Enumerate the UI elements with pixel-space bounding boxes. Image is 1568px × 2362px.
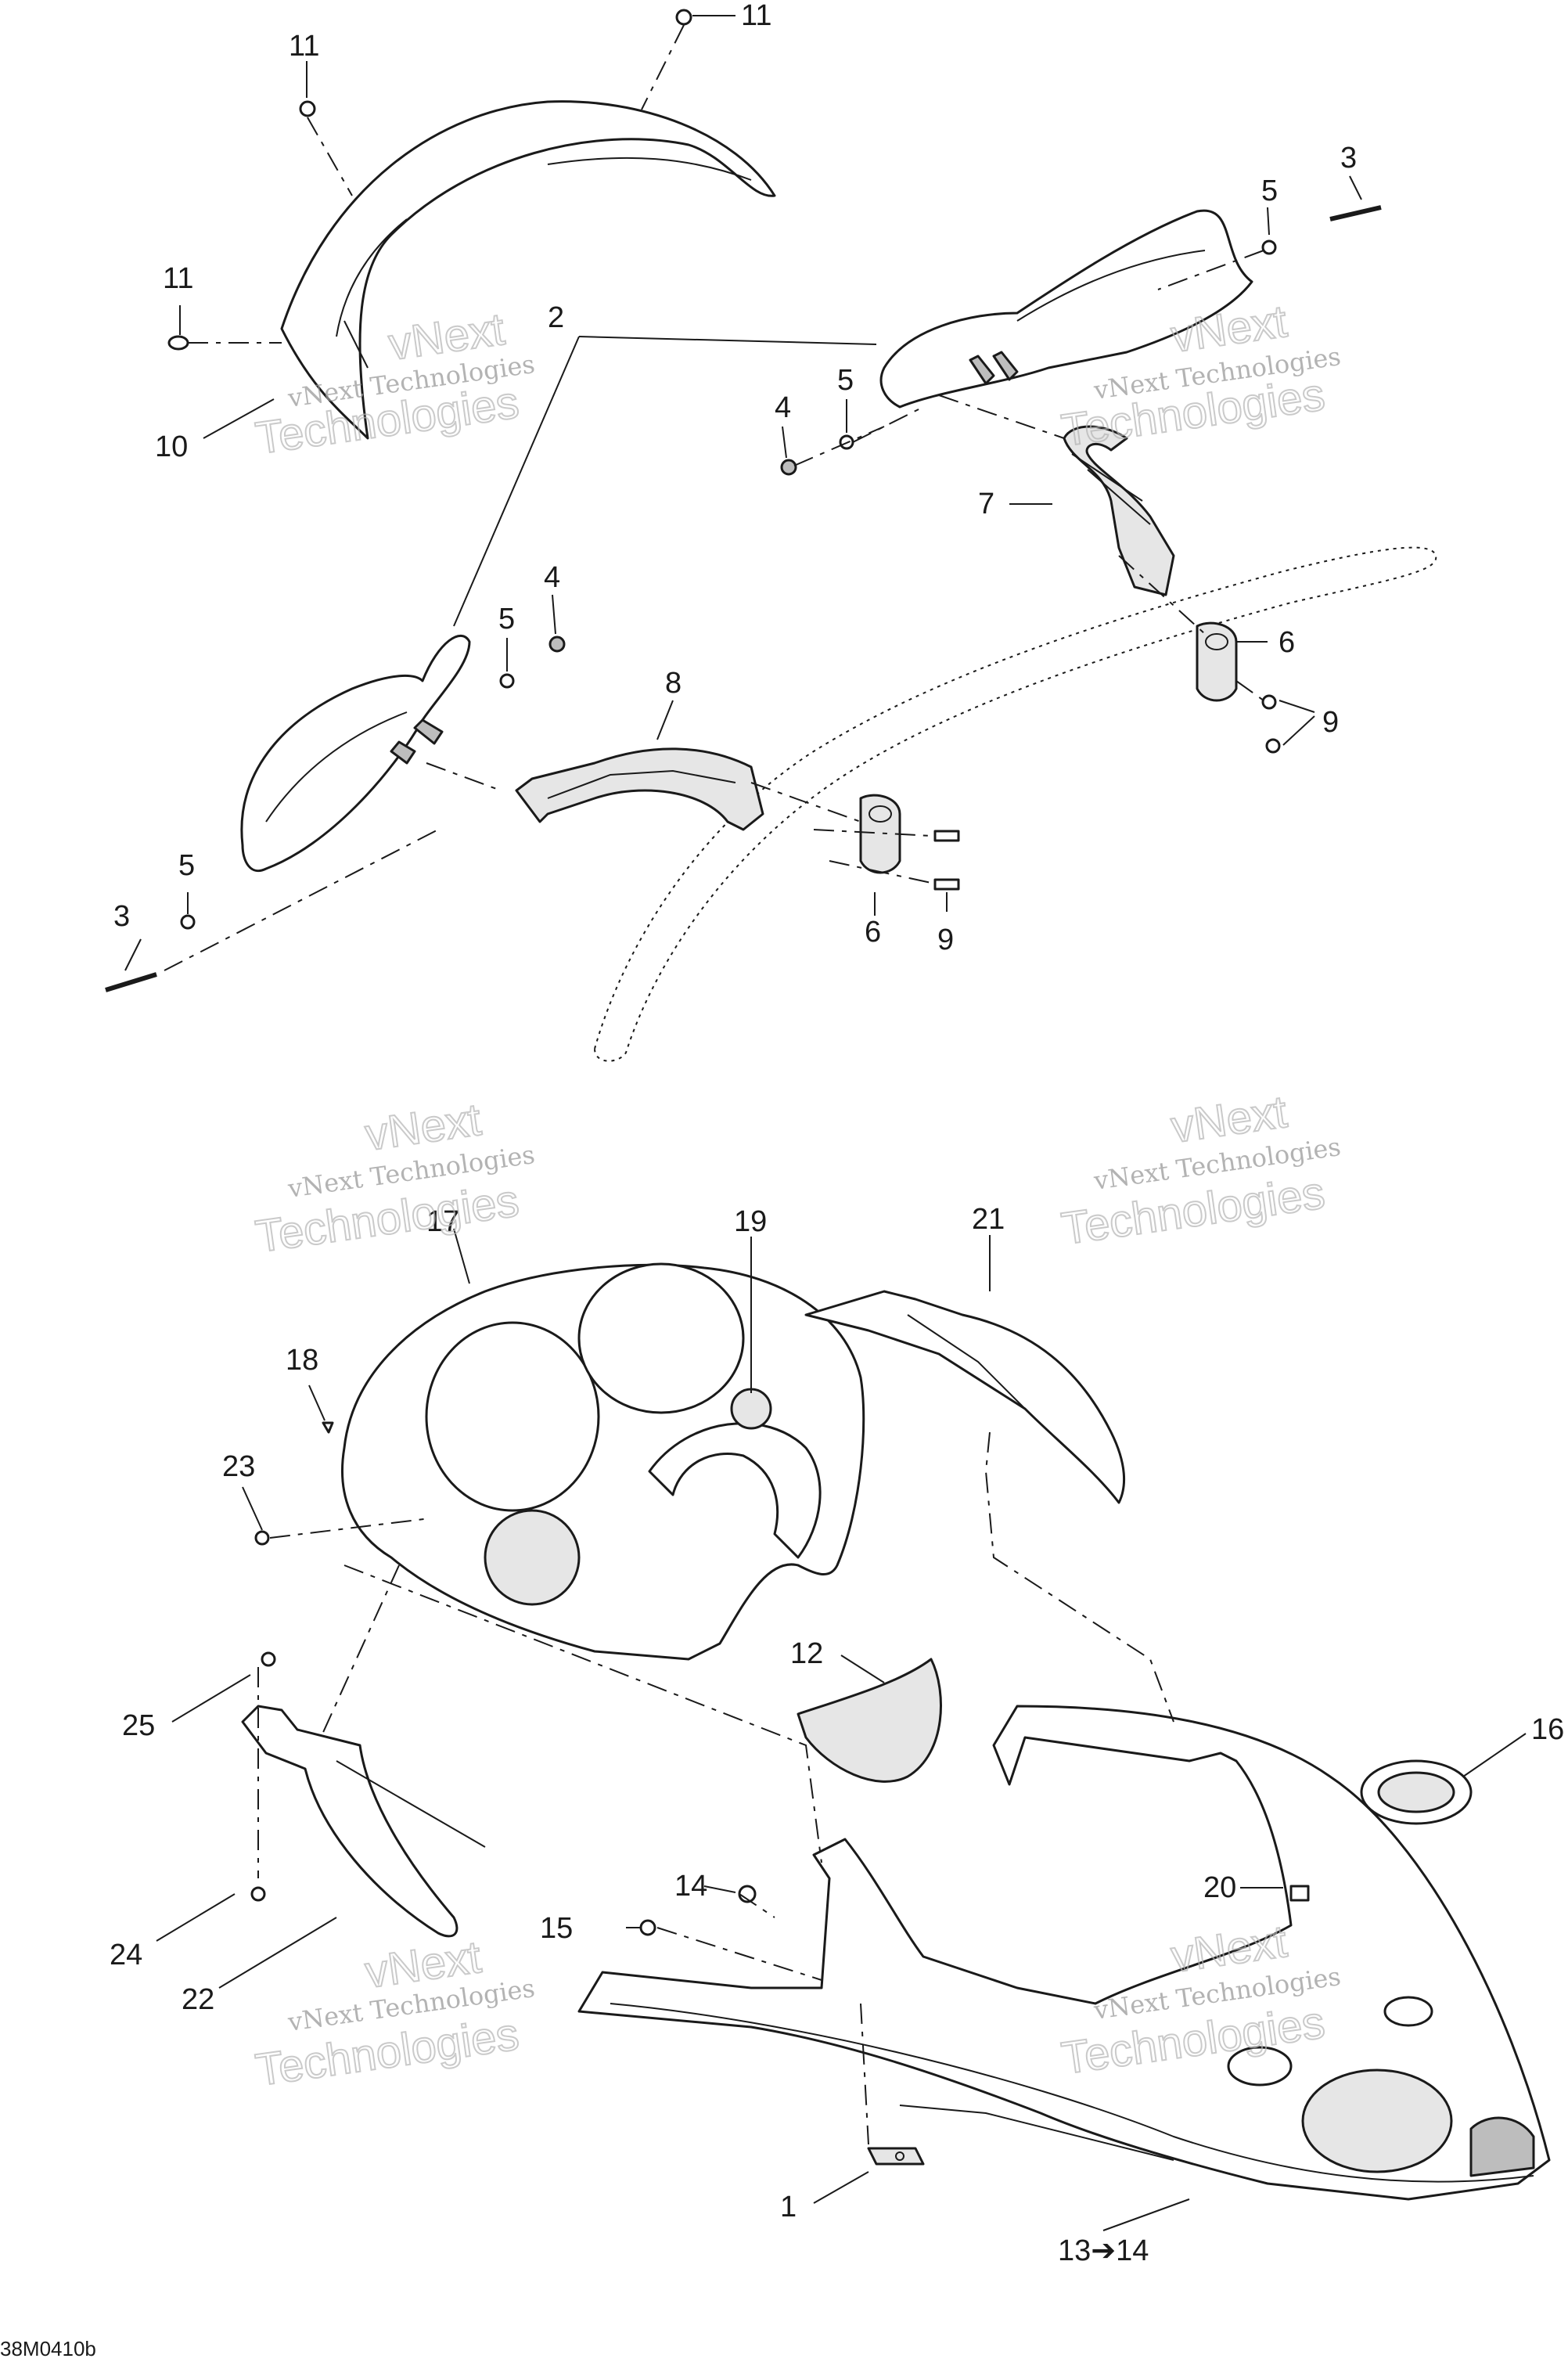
hand-guard-left: [240, 634, 471, 873]
callout-17: 17: [426, 1205, 459, 1238]
callout-11: 11: [163, 262, 193, 295]
clamp-left: [859, 794, 901, 874]
callout-3: 3: [1340, 142, 1357, 175]
gauge-support-housing: [341, 1262, 865, 1661]
callout-9: 9: [937, 924, 954, 956]
callout-5: 5: [178, 849, 195, 882]
callout-12: 12: [790, 1637, 823, 1670]
main-console-body: [577, 1705, 1551, 2201]
hand-guard-deflector-left: [280, 100, 776, 440]
bolt-3-left: [105, 972, 157, 992]
assembly-lines-bottom: [257, 1431, 1174, 2145]
callout-23: 23: [222, 1450, 255, 1483]
callout-3: 3: [113, 900, 130, 933]
callout-8: 8: [665, 667, 682, 700]
bracket-1: [867, 2147, 925, 2166]
callout-10: 10: [155, 430, 188, 463]
callout-16: 16: [1531, 1713, 1564, 1746]
assembly-lines-top: [164, 24, 1264, 971]
callout-6: 6: [865, 916, 881, 949]
callout-4: 4: [544, 561, 560, 594]
watermark: vNext Technologies vNext Technologies vN…: [252, 295, 1343, 2097]
callout-13-14: 13➔14: [1058, 2234, 1149, 2267]
callout-21: 21: [972, 1203, 1005, 1236]
callout-2: 2: [548, 301, 564, 334]
clamp-right: [1196, 621, 1238, 702]
drawing-code: 38M0410b: [0, 2337, 96, 2360]
callout-9: 9: [1322, 706, 1339, 739]
cover-trim-21: [804, 1290, 1126, 1504]
hand-guard-right: [879, 209, 1253, 409]
bottom-hardware: [250, 1421, 1310, 1936]
hand-guard-bracket-right: [1063, 425, 1175, 596]
callout-1: 1: [780, 2191, 797, 2223]
callout-25: 25: [122, 1709, 155, 1742]
hand-guard-bracket-left: [515, 747, 764, 831]
callout-14: 14: [674, 1870, 707, 1903]
callout-7: 7: [978, 488, 994, 520]
cap-12: [797, 1658, 942, 1783]
callout-19: 19: [734, 1205, 767, 1238]
handlebar-outline: [593, 546, 1437, 1062]
callout-11: 11: [289, 30, 319, 63]
callout-22: 22: [182, 1983, 214, 2016]
callout-18: 18: [286, 1344, 318, 1377]
washers-nuts-screws: [167, 9, 1281, 930]
leader-lines: [124, 15, 1527, 2231]
side-trim-22: [241, 1705, 486, 1938]
bolt-3-right: [1329, 205, 1382, 221]
callout-5: 5: [498, 603, 515, 636]
callout-5: 5: [1261, 175, 1278, 207]
callout-6: 6: [1278, 626, 1295, 659]
callout-11: 11: [741, 0, 771, 32]
seal-ring-16: [1360, 1759, 1473, 1825]
callout-15: 15: [540, 1912, 573, 1945]
callout-20: 20: [1203, 1871, 1236, 1904]
callout-labels: 11 11 11 10 2 3 5 5 4 7 4 5 8 6 9 5 3 6 …: [110, 0, 1564, 2267]
callout-4: 4: [775, 391, 791, 424]
callout-24: 24: [110, 1939, 142, 1971]
callout-5: 5: [837, 364, 854, 397]
